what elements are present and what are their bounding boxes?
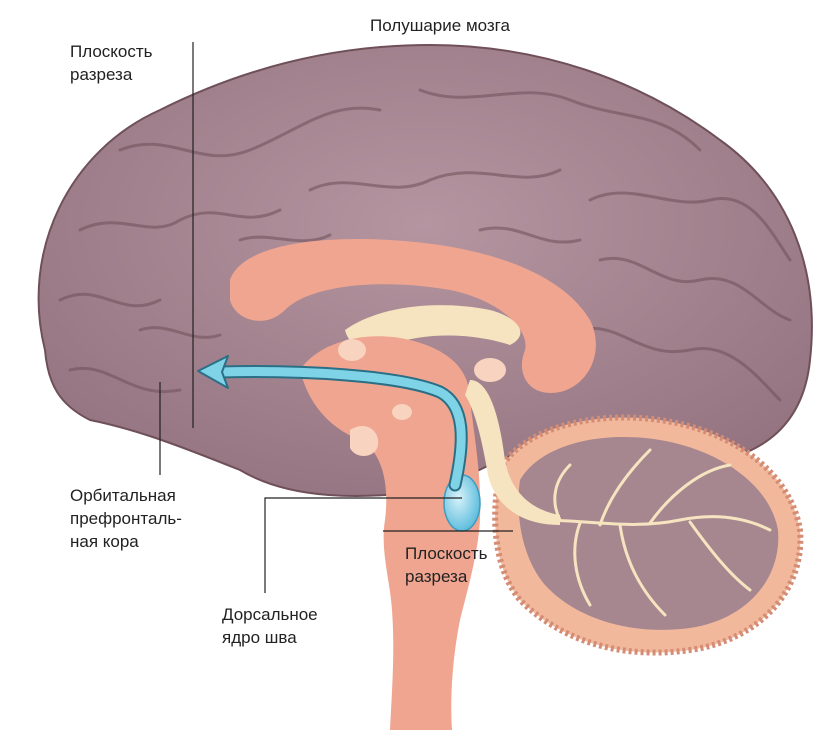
cerebellum (495, 417, 800, 652)
label-orbital-cortex: Орбитальная префронталь- ная кора (70, 484, 182, 553)
optic-chiasm (392, 404, 412, 420)
label-raphe-nucleus: Дорсальное ядро шва (222, 603, 318, 649)
anterior-commissure (338, 339, 366, 361)
label-hemisphere: Полушарие мозга (370, 14, 510, 37)
pineal-body (474, 358, 506, 382)
label-cut-plane-top: Плоскость разреза (70, 40, 153, 86)
label-cut-plane-bottom: Плоскость разреза (405, 542, 488, 588)
